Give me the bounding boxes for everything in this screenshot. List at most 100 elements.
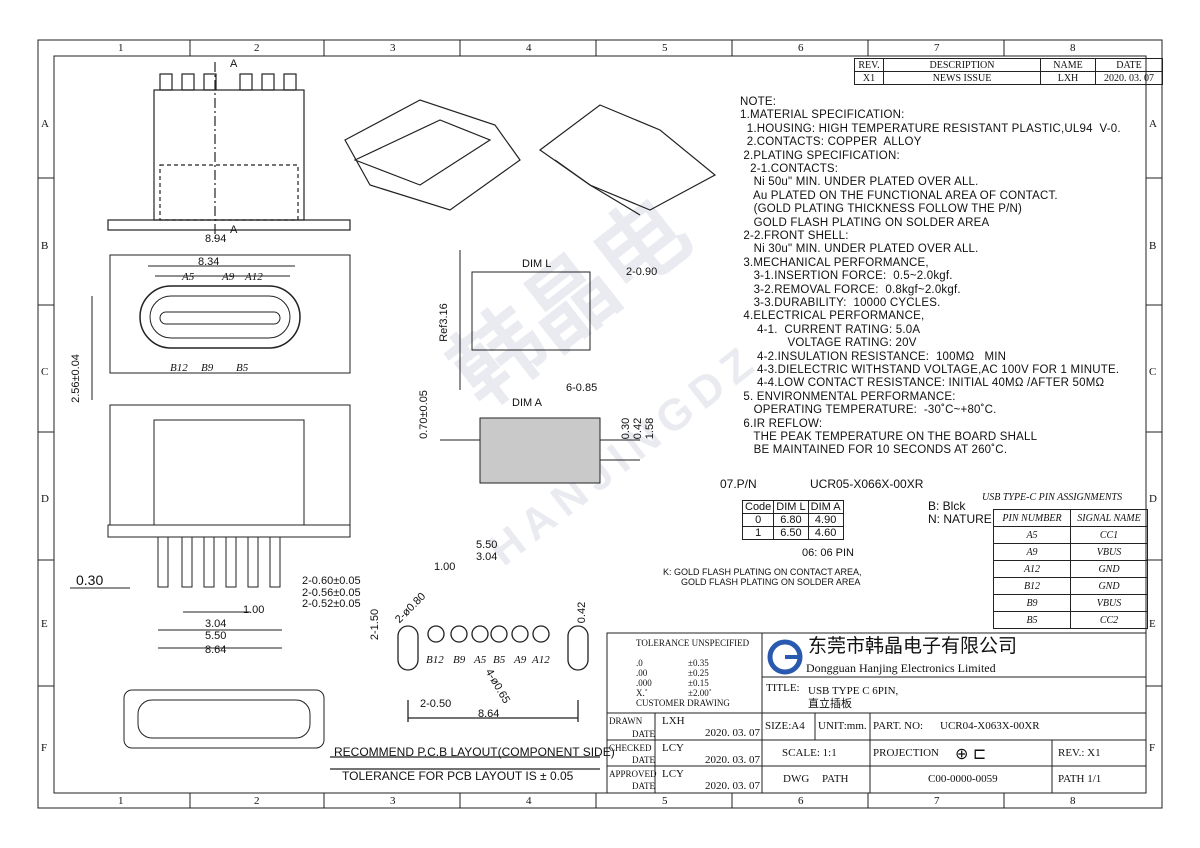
col-label: 8 bbox=[1070, 795, 1076, 807]
signal-name: CC1 bbox=[1070, 526, 1148, 544]
dim: 8.94 bbox=[205, 233, 227, 245]
front-view bbox=[91, 254, 351, 400]
title-block-lines bbox=[606, 632, 1147, 794]
dim: 5.50 bbox=[476, 539, 498, 551]
company-name-en: Dongguan Hanjing Electronics Limited bbox=[806, 661, 996, 675]
plating-note-2: GOLD FLASH PLATING ON SOLDER AREA bbox=[681, 577, 861, 587]
company-name-cn: 东莞市韩晶电子有限公司 bbox=[808, 636, 1018, 657]
row-label: D bbox=[1149, 493, 1157, 505]
note-line: 4-4.LOW CONTACT RESISTANCE: INITIAL 40MΩ… bbox=[740, 377, 1105, 390]
dim: 1.00 bbox=[434, 561, 456, 573]
pin-count: 06: 06 PIN bbox=[802, 547, 854, 559]
pcb-pin-label: A12 bbox=[532, 654, 550, 666]
drawn-label: DRAWN bbox=[609, 716, 643, 726]
note-line: GOLD FLASH PLATING ON SOLDER AREA bbox=[740, 216, 990, 229]
note-line: (GOLD PLATING THICKNESS FOLLOW THE P/N) bbox=[740, 203, 1023, 216]
pcb-layout bbox=[330, 625, 600, 770]
signal-name: CC2 bbox=[1070, 611, 1148, 629]
row-label: B bbox=[41, 240, 49, 252]
dim: 8.64 bbox=[478, 708, 500, 720]
pin-number: A5 bbox=[993, 526, 1071, 544]
pin-label: B5 bbox=[236, 362, 249, 374]
code-header: DIM L bbox=[773, 500, 809, 514]
tol-title: TOLERANCE UNSPECIFIED bbox=[636, 638, 750, 648]
projection-symbol-icon: ⊕ ⊏ bbox=[955, 746, 987, 763]
dim: 3.04 bbox=[205, 618, 227, 630]
path-label: PATH bbox=[822, 773, 849, 785]
col-label: 6 bbox=[798, 795, 804, 807]
section-mark: A bbox=[230, 224, 238, 236]
note-line: 5. ENVIRONMENTAL PERFORMANCE: bbox=[740, 390, 956, 403]
pin-header: PIN NUMBER bbox=[993, 509, 1071, 527]
signal-name: GND bbox=[1070, 577, 1148, 595]
col-label: 3 bbox=[390, 42, 396, 54]
note-line: OPERATING TEMPERATURE: -30˚C~+80˚C. bbox=[740, 404, 997, 417]
col-label: 8 bbox=[1070, 42, 1076, 54]
note-line: 3-1.INSERTION FORCE: 0.5~2.0kgf. bbox=[740, 270, 953, 283]
date-label: DATE bbox=[632, 781, 655, 791]
pn-label: 07.P/N bbox=[720, 477, 757, 491]
approved-label: APPROVED bbox=[609, 769, 657, 779]
code-cell: 6.80 bbox=[773, 513, 809, 527]
note-line: 3-2.REMOVAL FORCE: 0.8kgf~2.0kgf. bbox=[740, 283, 961, 296]
note-line: 6.IR REFLOW: bbox=[740, 417, 823, 430]
approved-date: 2020. 03. 07 bbox=[705, 780, 760, 792]
col-label: 7 bbox=[934, 42, 940, 54]
bottom-view bbox=[123, 689, 325, 749]
dim: DIM A bbox=[512, 397, 542, 409]
signal-name: GND bbox=[1070, 560, 1148, 578]
note-line: VOLTAGE RATING: 20V bbox=[740, 337, 917, 350]
col-label: 7 bbox=[934, 795, 940, 807]
row-label: E bbox=[1149, 618, 1156, 630]
note-line: Au PLATED ON THE FUNCTIONAL AREA OF CONT… bbox=[740, 189, 1058, 202]
pcb-pin-label: A9 bbox=[514, 654, 527, 666]
dim: 0.70±0.05 bbox=[417, 390, 430, 439]
title-line-1: USB TYPE C 6PIN, bbox=[808, 685, 899, 697]
pcb-recommend: RECOMMEND P.C.B LAYOUT(COMPONENT SIDE) bbox=[334, 745, 615, 759]
pcb-pin-label: B5 bbox=[493, 654, 506, 666]
rev-header: REV. bbox=[854, 58, 884, 72]
col-label: 1 bbox=[118, 795, 124, 807]
drawn-by: LXH bbox=[662, 715, 685, 727]
grid-ticks bbox=[38, 40, 1162, 808]
col-label: 6 bbox=[798, 42, 804, 54]
unit: UNIT:mm. bbox=[818, 720, 867, 732]
code-header: Code bbox=[741, 500, 775, 514]
dim: 0.42 bbox=[576, 601, 589, 624]
dim: DIM L bbox=[522, 258, 552, 270]
tol-value: ±0.25 bbox=[688, 668, 709, 678]
path-page: PATH 1/1 bbox=[1058, 773, 1102, 785]
row-label: F bbox=[41, 742, 48, 754]
rev-cell: 2020. 03. 07 bbox=[1095, 71, 1163, 85]
top-view bbox=[107, 62, 351, 240]
checked-date: 2020. 03. 07 bbox=[705, 754, 760, 766]
note-line: 1.MATERIAL SPECIFICATION: bbox=[740, 109, 905, 122]
title-line-2: 直立插板 bbox=[808, 698, 852, 710]
customer-drawing: CUSTOMER DRAWING bbox=[636, 698, 730, 708]
pin-number: A9 bbox=[993, 543, 1071, 561]
pcb-tolerance: TOLERANCE FOR PCB LAYOUT IS ± 0.05 bbox=[342, 769, 574, 783]
pin-label: A12 bbox=[245, 271, 263, 283]
pin-number: A12 bbox=[993, 560, 1071, 578]
dim: 2-0.90 bbox=[626, 266, 658, 278]
col-label: 2 bbox=[254, 42, 260, 54]
pin-label: B12 bbox=[170, 362, 188, 374]
note-line: BE MAINTAINED FOR 10 SECONDS AT 260˚C. bbox=[740, 444, 1008, 457]
rev-cell: NEWS ISSUE bbox=[883, 71, 1041, 85]
plating-note-1: K: GOLD FLASH PLATING ON CONTACT AREA, bbox=[663, 567, 862, 577]
tol-precision: X.˚ bbox=[636, 688, 648, 698]
pin-label: B9 bbox=[201, 362, 214, 374]
code-cell: 1 bbox=[741, 526, 775, 540]
dim: 2-1.50 bbox=[369, 608, 382, 641]
scale: SCALE: 1:1 bbox=[782, 747, 837, 759]
dim: 6-0.85 bbox=[566, 382, 598, 394]
note-line: 2-2.FRONT SHELL: bbox=[740, 230, 849, 242]
rev: REV.: X1 bbox=[1058, 747, 1101, 759]
part-no-label: PART. NO: bbox=[873, 720, 924, 732]
dim: 5.50 bbox=[205, 630, 227, 642]
